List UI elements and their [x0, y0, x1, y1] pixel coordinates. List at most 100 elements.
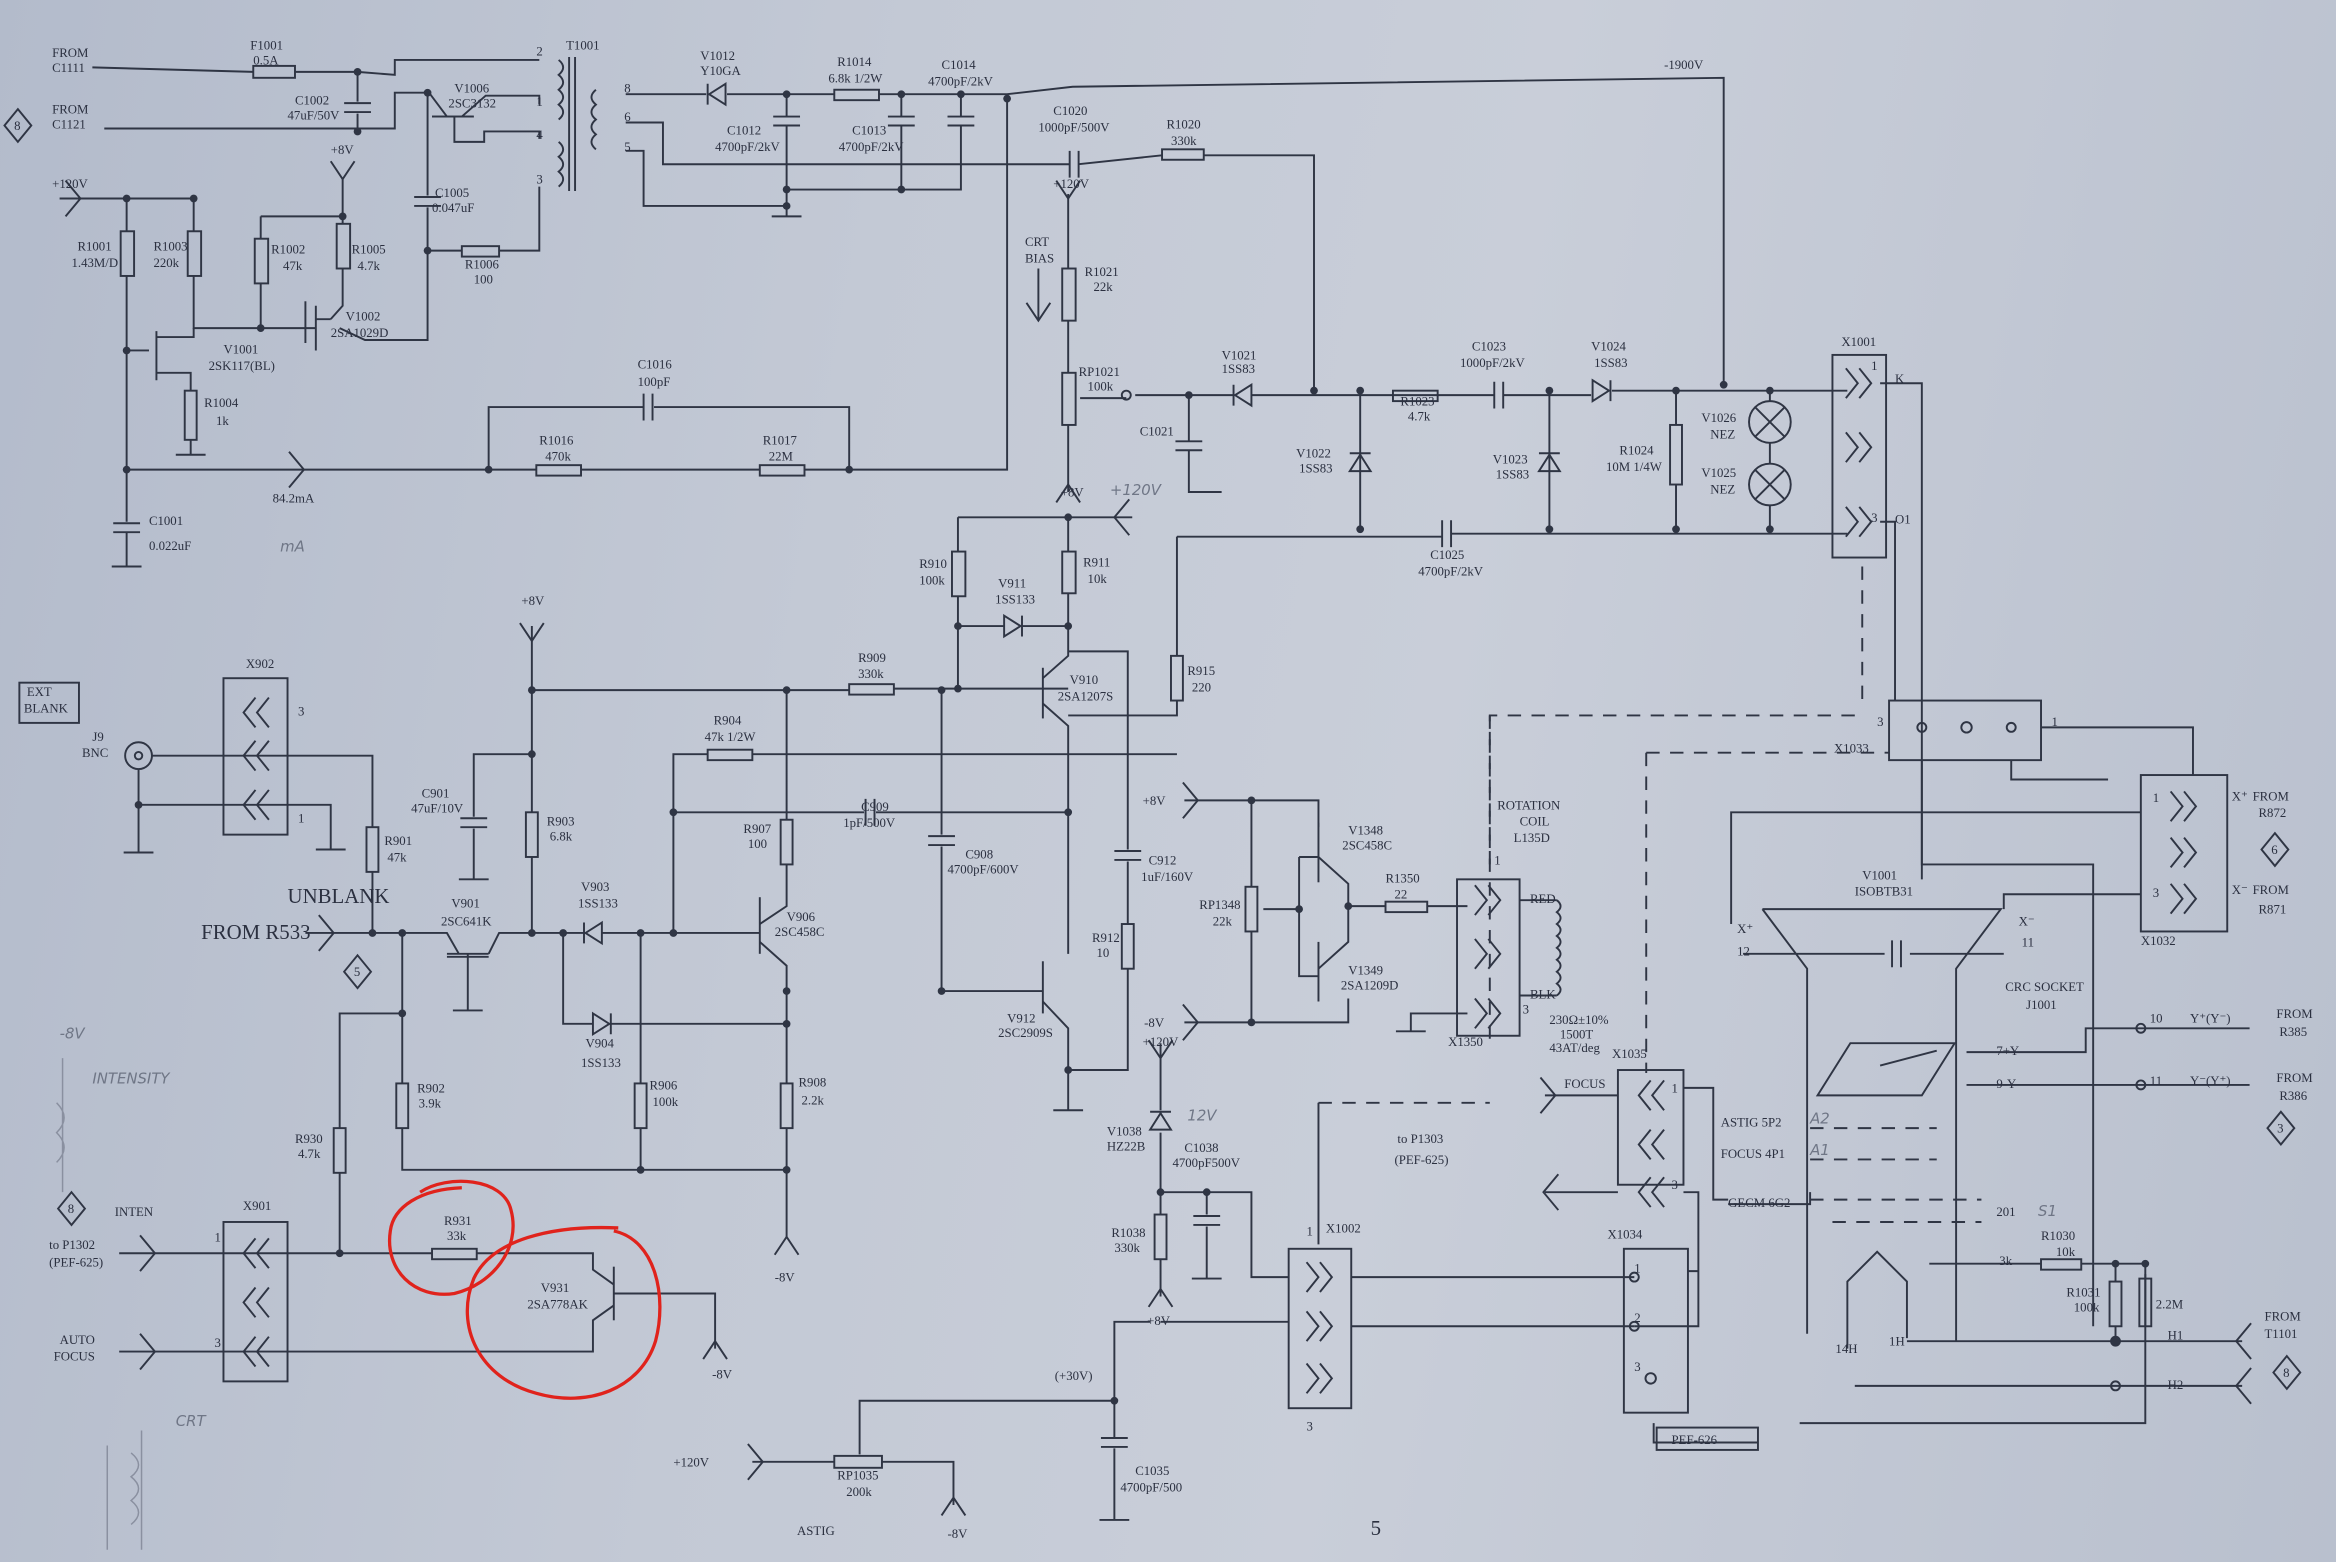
- r902-ref-label: R902: [417, 1081, 445, 1095]
- wire: [1317, 1086, 1729, 1245]
- wire: [1743, 908, 2004, 1342]
- junction-dot: [353, 67, 362, 76]
- r1005-value-label: 4.7k: [358, 259, 381, 273]
- r1021-value-label: 22k: [1094, 280, 1114, 294]
- minus8v-label: -8V: [712, 1367, 733, 1381]
- diode-symbol: [1591, 378, 1612, 403]
- capacitor-symbol: [344, 102, 371, 114]
- resistor-symbol: [2138, 1277, 2153, 1328]
- pencil-sketch-marks: [55, 1058, 143, 1550]
- r1021-ref-label: R1021: [1085, 265, 1119, 279]
- y-minus-source-label: R386: [2279, 1089, 2307, 1103]
- wire: [126, 98, 1009, 471]
- plus30v-label: (+30V): [1055, 1369, 1093, 1383]
- r908-ref-label: R908: [799, 1075, 827, 1089]
- auto-focus-label: AUTO: [60, 1333, 95, 1347]
- wire: [259, 215, 343, 329]
- v1349-value-label: 2SA1209D: [1341, 979, 1399, 993]
- r909-value-label: 330k: [858, 667, 884, 681]
- sheet-reference-number: 8: [68, 1202, 74, 1216]
- connector-pin-chevron-icon: [1845, 367, 1873, 399]
- rp1021-value-label: 100k: [1088, 380, 1114, 394]
- r1023-ref-label: R1023: [1400, 395, 1434, 409]
- x-minus-from-label: FROM: [2253, 883, 2289, 897]
- crt-bias-label: BIAS: [1025, 252, 1054, 266]
- wire: [1799, 1250, 2243, 1425]
- c1023-value-label: 1000pF/2kV: [1460, 356, 1525, 370]
- r907-value-label: 100: [748, 837, 767, 851]
- junction-dot: [398, 1009, 407, 1018]
- pin-label: 3: [1523, 1002, 1529, 1016]
- c1023-ref-label: C1023: [1472, 339, 1506, 353]
- minus8v-label: -8V: [775, 1271, 796, 1285]
- crt-pin-label: 11: [2022, 935, 2034, 949]
- x1032-ref-label: X1032: [2141, 934, 2176, 948]
- red-circle-r931: [387, 1179, 515, 1296]
- resistor-symbol: [252, 64, 296, 79]
- resistor-symbol: [833, 1454, 883, 1469]
- h2-label: H2: [2168, 1378, 2184, 1392]
- resistor-symbol: [524, 811, 539, 858]
- resistor-symbol: [1384, 900, 1429, 914]
- wire: [1042, 517, 1129, 1071]
- r1031-value-label: 100k: [2074, 1300, 2100, 1314]
- plus8v-label: +8V: [1147, 1314, 1171, 1328]
- junction-dot: [559, 929, 568, 937]
- c1001-value-label: 0.022uF: [149, 539, 191, 553]
- junction-dot: [189, 194, 198, 203]
- junction-dot: [527, 750, 536, 759]
- junction-dot: [782, 1019, 791, 1028]
- v1023-ref-label: V1023: [1493, 453, 1528, 467]
- connector-pin-chevron-icon: [1845, 506, 1873, 538]
- plus120v-label: +120V: [52, 177, 88, 191]
- signal-arrow-icon: [2234, 1367, 2252, 1405]
- from-t1101-label: FROM: [2264, 1309, 2300, 1323]
- v1021-ref-label: V1021: [1222, 348, 1257, 362]
- signal-arrow-icon: [64, 179, 82, 217]
- r908-value-label: 2.2k: [802, 1093, 825, 1107]
- astig-5p2-label: ASTIG 5P2: [1721, 1116, 1782, 1130]
- page-number: 5: [1371, 1516, 1381, 1540]
- terminal-icon: [2110, 1335, 2121, 1347]
- pin-label: 1: [2153, 791, 2159, 805]
- x901-ref-label: X901: [243, 1199, 271, 1213]
- r1030-ref-label: R1030: [2041, 1229, 2075, 1243]
- connector-pin-chevron-icon: [242, 1336, 270, 1368]
- plus120v-label: +120V: [1053, 177, 1089, 191]
- junction-dot: [1003, 94, 1011, 103]
- pin-7y-label: 7+Y: [1996, 1044, 2019, 1058]
- junction-dot: [423, 88, 432, 97]
- r910-ref-label: R910: [919, 557, 947, 571]
- connector-pin-chevron-icon: [242, 1237, 270, 1269]
- r-3k-label: 3k: [1999, 1254, 2012, 1268]
- signal-arrow-icon: [940, 1495, 967, 1517]
- junction-dot: [954, 684, 962, 693]
- r1016-ref-label: R1016: [539, 433, 574, 447]
- v1001-value-label: 2SK117(BL): [209, 359, 275, 373]
- junction-dot: [368, 929, 377, 937]
- terminal-icon: [1644, 1372, 1657, 1385]
- signal-arrow-icon: [773, 1235, 800, 1256]
- junction-dot: [1110, 1396, 1119, 1405]
- terminal-icon: [1960, 721, 1973, 734]
- to-p1302-label: (PEF-625): [49, 1256, 103, 1270]
- junction-dot: [2111, 1259, 2120, 1268]
- c1035-ref-label: C1035: [1135, 1464, 1169, 1478]
- r1014-value-label: 6.8k 1/2W: [828, 71, 883, 85]
- wire: [893, 516, 1133, 690]
- diode-symbol: [1003, 613, 1023, 639]
- resistor-symbol: [2108, 1280, 2123, 1328]
- neon-lamp-cross: [1754, 468, 1786, 501]
- v912-value-label: 2SC2909S: [998, 1026, 1053, 1040]
- x902-ref-label: X902: [246, 657, 274, 671]
- v1001-crt-value-label: ISOBTB31: [1855, 885, 1913, 899]
- red-annotation-circles: [387, 1179, 662, 1400]
- r1020-ref-label: R1020: [1167, 117, 1201, 131]
- junction-dot: [1247, 1018, 1256, 1027]
- terminal-icon: [2135, 1022, 2147, 1034]
- resistor-symbol: [431, 1247, 478, 1261]
- junction-dot: [1766, 386, 1774, 395]
- y-minus-label: Y⁻(Y⁺): [2190, 1074, 2231, 1088]
- c1005-value-label: 0.047uF: [432, 201, 474, 215]
- junction-dot: [527, 686, 536, 694]
